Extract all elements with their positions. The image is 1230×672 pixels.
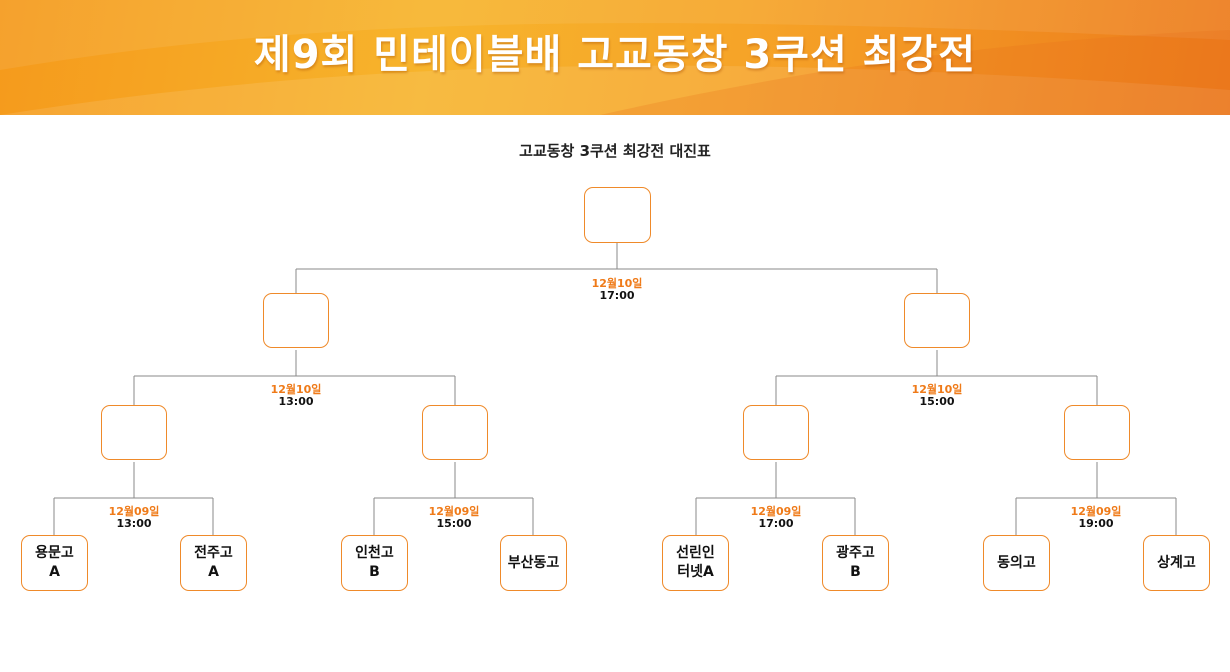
team-box: 선린인 터넷A	[662, 535, 729, 591]
final-winner-box	[584, 187, 651, 243]
final-schedule: 12월10일 17:00	[557, 278, 677, 302]
quarterfinal-3-winner-box	[743, 405, 809, 460]
semifinal-2-schedule: 12월10일 15:00	[877, 384, 997, 408]
banner-wave-decoration	[0, 0, 1230, 115]
semifinal-2-date: 12월10일	[911, 383, 963, 396]
quarterfinal-4-schedule: 12월09일 19:00	[1036, 506, 1156, 530]
quarterfinal-4-date: 12월09일	[1070, 505, 1122, 518]
quarterfinal-1-date: 12월09일	[108, 505, 160, 518]
semifinal-1-schedule: 12월10일 13:00	[236, 384, 356, 408]
team-box: 인천고 B	[341, 535, 408, 591]
bracket-subtitle: 고교동창 3쿠션 최강전 대진표	[519, 142, 711, 160]
quarterfinal-4-time: 19:00	[1078, 517, 1114, 530]
header-banner: 제9회 민테이블배 고교동창 3쿠션 최강전	[0, 0, 1230, 115]
quarterfinal-2-winner-box	[422, 405, 488, 460]
semifinal-1-date: 12월10일	[270, 383, 322, 396]
semifinal-1-winner-box	[263, 293, 329, 348]
team-box: 전주고 A	[180, 535, 247, 591]
quarterfinal-3-schedule: 12월09일 17:00	[716, 506, 836, 530]
quarterfinal-1-time: 13:00	[116, 517, 152, 530]
quarterfinal-1-schedule: 12월09일 13:00	[74, 506, 194, 530]
final-time: 17:00	[599, 289, 635, 302]
quarterfinal-1-winner-box	[101, 405, 167, 460]
quarterfinal-2-date: 12월09일	[428, 505, 480, 518]
quarterfinal-3-date: 12월09일	[750, 505, 802, 518]
quarterfinal-2-schedule: 12월09일 15:00	[394, 506, 514, 530]
team-box: 상계고	[1143, 535, 1210, 591]
semifinal-2-winner-box	[904, 293, 970, 348]
team-box: 동의고	[983, 535, 1050, 591]
quarterfinal-4-winner-box	[1064, 405, 1130, 460]
quarterfinal-3-time: 17:00	[758, 517, 794, 530]
quarterfinal-2-time: 15:00	[436, 517, 472, 530]
page-title: 제9회 민테이블배 고교동창 3쿠션 최강전	[253, 32, 977, 78]
team-box: 용문고 A	[21, 535, 88, 591]
final-date: 12월10일	[591, 277, 643, 290]
team-box: 광주고 B	[822, 535, 889, 591]
semifinal-1-time: 13:00	[278, 395, 314, 408]
semifinal-2-time: 15:00	[919, 395, 955, 408]
team-box: 부산동고	[500, 535, 567, 591]
